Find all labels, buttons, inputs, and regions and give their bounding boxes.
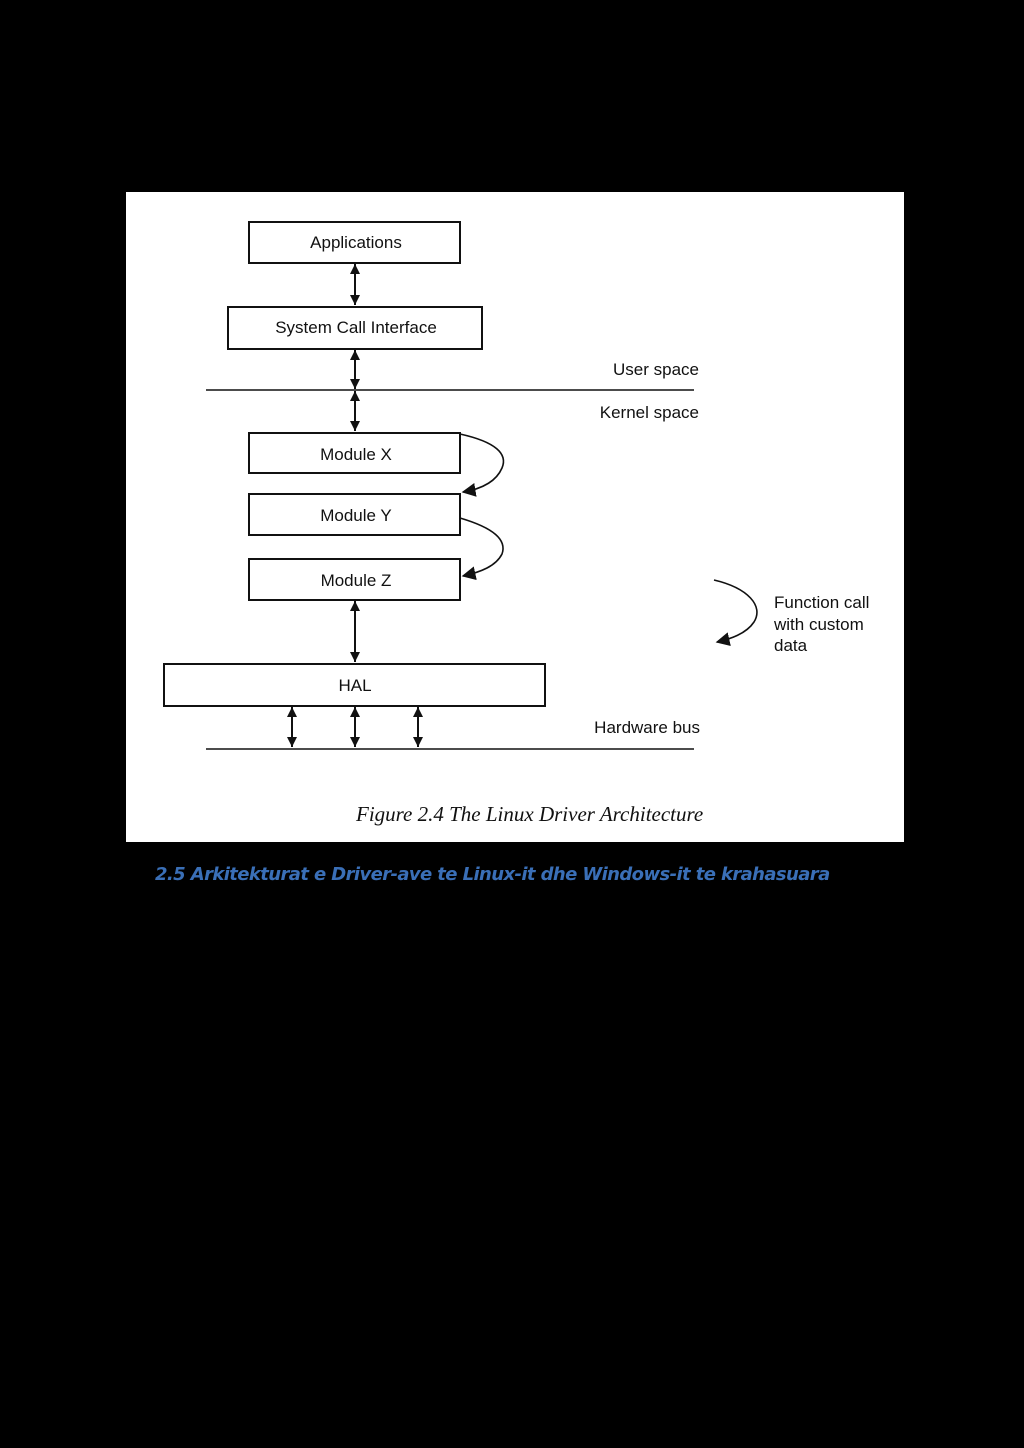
curved-arrow-icon	[713, 579, 758, 646]
module-x-label: Module X	[320, 445, 392, 464]
system-call-interface-label: System Call Interface	[275, 318, 437, 337]
module-x-box: Module X	[248, 432, 461, 474]
applications-label: Applications	[310, 233, 402, 252]
legend: Function call with custom data	[713, 579, 869, 655]
function-call-arrow-y-to-z	[459, 517, 504, 581]
kernel-space-label: Kernel space	[600, 403, 699, 422]
hardware-bus-label: Hardware bus	[594, 718, 700, 737]
legend-line-2: with custom	[773, 615, 864, 634]
figure-caption: Figure 2.4 The Linux Driver Architecture	[355, 802, 703, 826]
module-y-label: Module Y	[320, 506, 392, 525]
figure-panel: Applications System Call Interface User …	[126, 192, 904, 842]
legend-line-1: Function call	[774, 593, 869, 612]
legend-line-3: data	[774, 636, 808, 655]
module-z-label: Module Z	[321, 571, 392, 590]
system-call-interface-box: System Call Interface	[227, 306, 483, 350]
function-call-arrow-x-to-y	[459, 433, 505, 497]
module-y-box: Module Y	[248, 493, 461, 536]
hal-box: HAL	[163, 663, 546, 707]
hal-label: HAL	[338, 676, 371, 695]
linux-driver-architecture-diagram: Applications System Call Interface User …	[163, 221, 869, 826]
applications-box: Applications	[248, 221, 461, 264]
module-z-box: Module Z	[248, 558, 461, 601]
section-heading: 2.5 Arkitekturat e Driver-ave te Linux-i…	[155, 864, 830, 885]
user-space-label: User space	[613, 360, 699, 379]
